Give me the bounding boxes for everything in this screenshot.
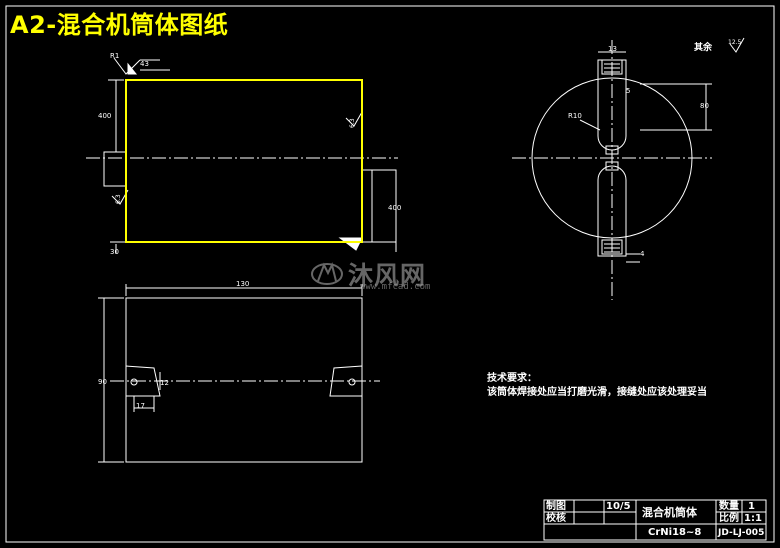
plan-view xyxy=(98,284,380,463)
title-block-grid xyxy=(543,499,767,541)
roughness-c: 12.5 xyxy=(728,39,742,46)
dim-4: 4 xyxy=(640,250,645,258)
dim-r10: R10 xyxy=(568,112,582,120)
tech-requirements-line: 该筒体焊接处应当打磨光滑，接缝处应该处理妥当 xyxy=(487,387,707,398)
dim-90: 90 xyxy=(98,378,107,386)
tb-part-name: 混合机筒体 xyxy=(642,506,697,519)
cylinder-outline xyxy=(125,79,363,243)
watermark-text: 沐风网 xyxy=(348,261,427,290)
dim-400-right: 400 xyxy=(388,204,401,212)
dim-r1: R1 xyxy=(110,52,119,60)
tb-checked-label: 校核 xyxy=(546,513,566,524)
roughness-b: 6.3 xyxy=(115,194,122,204)
dim-13: 13 xyxy=(608,45,617,53)
watermark-logo-icon xyxy=(311,262,343,285)
tb-material: CrNi18~8 xyxy=(648,527,702,538)
watermark: 沐风网 xyxy=(310,256,426,292)
tb-drawing-number: JD-LJ-005 xyxy=(718,528,765,538)
tb-qty-label: 数量 xyxy=(719,501,739,512)
front-view xyxy=(86,57,398,254)
dim-400-left: 400 xyxy=(98,112,111,120)
dim-130: 130 xyxy=(236,280,249,288)
dim-30: 30 xyxy=(110,248,119,256)
dim-5: 5 xyxy=(626,87,630,95)
dim-12: 12 xyxy=(160,379,169,387)
dim-17: 17 xyxy=(136,402,145,410)
tb-drawn-label: 制图 xyxy=(546,501,566,512)
remainder-label: 其余 xyxy=(694,41,713,53)
watermark-url: www.mfcad.com xyxy=(360,282,431,292)
tb-scale-ratio: 10/5 xyxy=(606,501,631,512)
tech-requirements-heading: 技术要求： xyxy=(487,373,537,384)
tb-qty-value: 1 xyxy=(748,501,755,512)
drawing-border xyxy=(5,5,775,543)
dim-43: 43 xyxy=(140,60,149,68)
drawing-title-banner: A2-混合机筒体图纸 xyxy=(10,11,229,39)
roughness-a: 6.3 xyxy=(349,118,356,128)
tb-scale-value: 1:1 xyxy=(744,513,762,524)
tb-scale-label: 比例 xyxy=(719,513,739,524)
dim-80: 80 xyxy=(700,102,709,110)
side-view xyxy=(512,37,745,300)
